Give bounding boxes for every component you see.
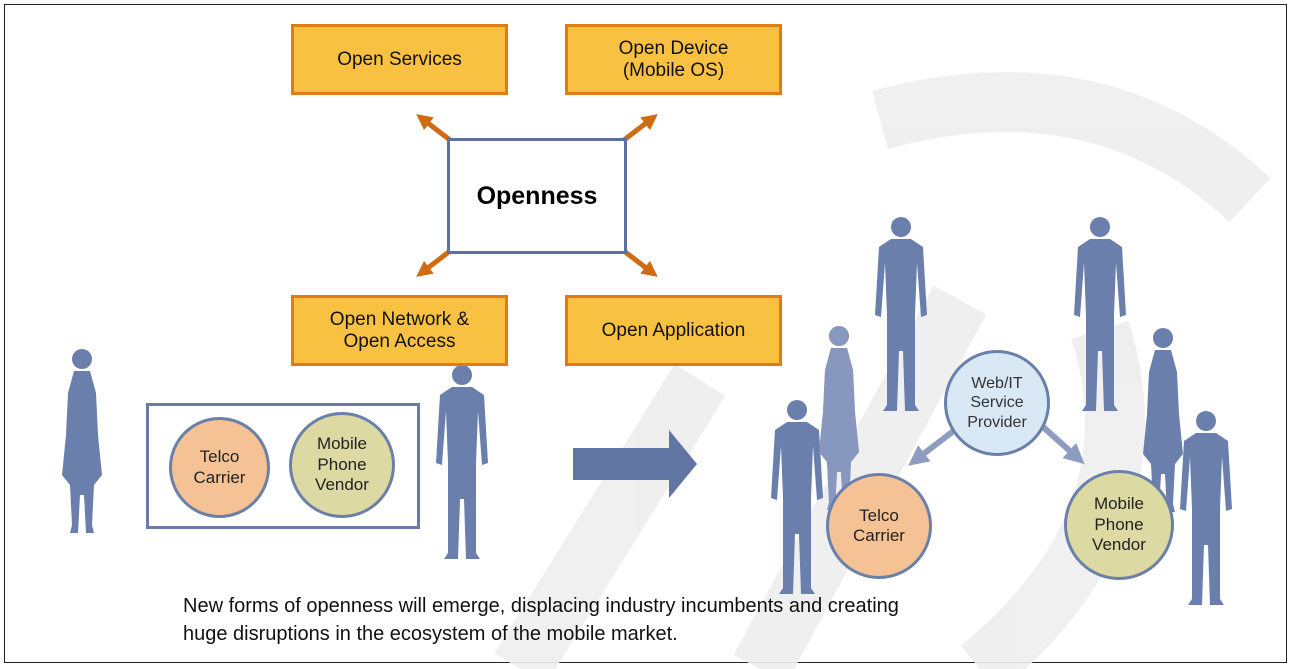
person-man-3: [1074, 217, 1126, 411]
arrow-to-application: [622, 249, 658, 277]
person-man-2: [875, 217, 927, 411]
person-woman-left: [62, 349, 102, 533]
telco-carrier-label-before: Telco Carrier: [193, 447, 246, 487]
arrow-to-vendor: [1039, 423, 1085, 465]
openness-box: Openness: [447, 138, 627, 254]
person-man-1: [771, 400, 823, 594]
open-services-box: Open Services: [291, 24, 508, 95]
mobile-vendor-label-after: Mobile Phone Vendor: [1092, 494, 1146, 555]
person-man-left: [436, 365, 488, 559]
incumbents-box: [146, 403, 420, 529]
open-network-label: Open Network & Open Access: [329, 308, 470, 352]
web-it-provider-label: Web/IT Service Provider: [967, 375, 1027, 431]
telco-carrier-circle-before: Telco Carrier: [169, 417, 270, 518]
telco-carrier-label-after: Telco Carrier: [853, 505, 905, 545]
transition-arrow: [573, 430, 697, 498]
mobile-vendor-circle-before: Mobile Phone Vendor: [289, 412, 395, 518]
openness-label: Openness: [476, 181, 598, 210]
web-it-provider-circle: Web/IT Service Provider: [944, 350, 1050, 456]
open-device-box: Open Device (Mobile OS): [565, 24, 782, 95]
arrow-to-device: [622, 114, 658, 142]
open-application-label: Open Application: [601, 319, 746, 341]
open-network-box: Open Network & Open Access: [291, 295, 508, 366]
mobile-vendor-label-before: Mobile Phone Vendor: [315, 434, 369, 495]
mobile-vendor-circle-after: Mobile Phone Vendor: [1064, 470, 1174, 580]
open-device-label: Open Device (Mobile OS): [618, 37, 729, 81]
open-services-label: Open Services: [337, 48, 462, 70]
arrow-to-network: [416, 249, 452, 277]
open-application-box: Open Application: [565, 295, 782, 366]
telco-carrier-circle-after: Telco Carrier: [826, 473, 932, 579]
arrow-to-services: [416, 114, 452, 142]
diagram-caption: New forms of openness will emerge, displ…: [183, 595, 899, 645]
person-man-4: [1180, 411, 1232, 605]
